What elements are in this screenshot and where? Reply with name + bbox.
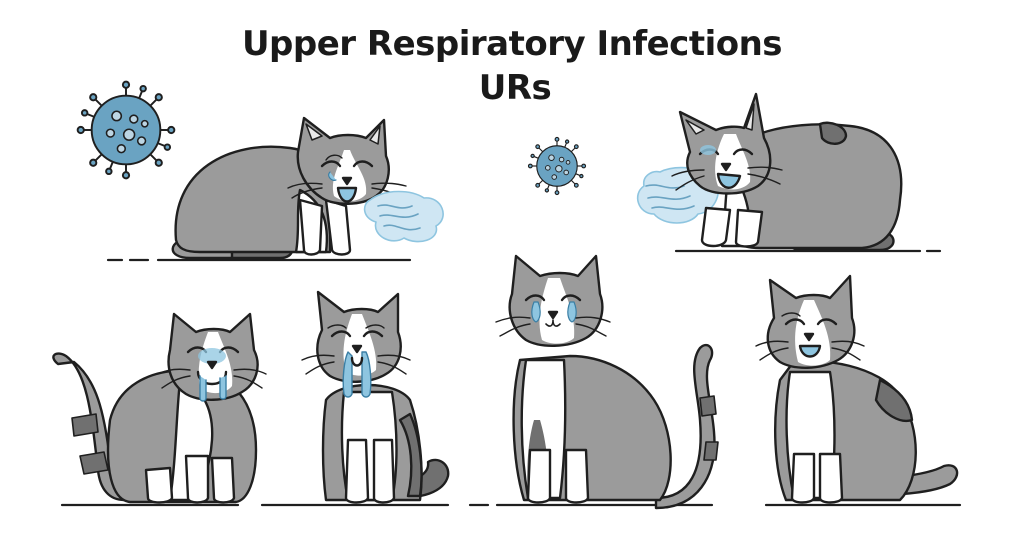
virus-icon-large (76, 80, 176, 180)
cat-watery-eyes (495, 254, 719, 510)
page-title: Upper Respiratory Infections URs (0, 22, 1024, 110)
cat-nasal-discharge (755, 274, 959, 504)
cat-runny-nose (301, 290, 450, 504)
title-line-1: Upper Respiratory Infections (241, 24, 783, 64)
cat-sneezing-right (636, 92, 903, 252)
title-line-2: URs (478, 68, 552, 108)
cat-sneezing-left (171, 116, 444, 260)
cat-drooling (52, 312, 267, 504)
virus-icon-small (527, 136, 587, 196)
